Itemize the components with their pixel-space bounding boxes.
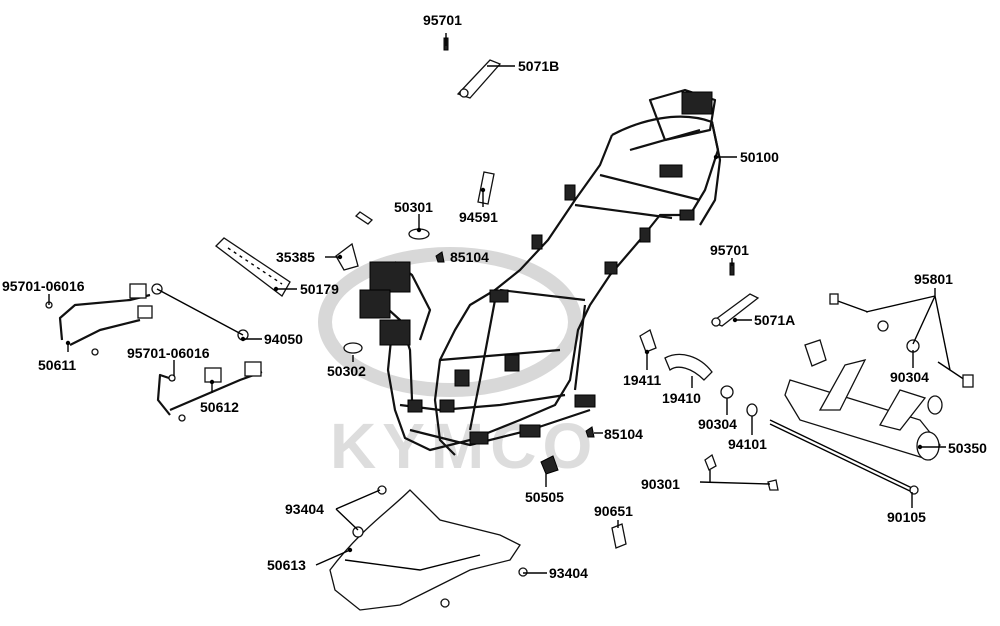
bracket-50612 bbox=[156, 361, 263, 422]
callout-50100: 50100 bbox=[740, 149, 779, 165]
callout-93404-top: 93404 bbox=[285, 501, 324, 517]
part-90651 bbox=[611, 523, 627, 549]
screw-top-left bbox=[354, 211, 374, 225]
callout-19410: 19410 bbox=[662, 390, 701, 406]
plate-50179 bbox=[215, 237, 291, 297]
callout-50301: 50301 bbox=[394, 199, 433, 215]
callout-50612: 50612 bbox=[200, 399, 239, 415]
callout-5071B: 5071B bbox=[518, 58, 560, 74]
bracket-50611 bbox=[45, 283, 153, 356]
callout-90301: 90301 bbox=[641, 476, 680, 492]
part-50505 bbox=[540, 455, 559, 475]
callout-90651: 90651 bbox=[594, 503, 633, 519]
callout-90105: 90105 bbox=[887, 509, 926, 525]
leader-lines bbox=[48, 33, 951, 574]
part-90301 bbox=[704, 453, 779, 491]
callout-50505: 50505 bbox=[525, 489, 564, 505]
callout-19411: 19411 bbox=[623, 372, 662, 388]
callout-50613: 50613 bbox=[267, 557, 306, 573]
callout-50350: 50350 bbox=[948, 440, 987, 456]
callout-50611: 50611 bbox=[38, 357, 77, 373]
clip-19411 bbox=[639, 329, 657, 353]
callout-95801: 95801 bbox=[914, 271, 953, 287]
grommet-50302 bbox=[343, 342, 363, 354]
engine-hanger-50350 bbox=[784, 339, 943, 461]
callout-5071A: 5071A bbox=[754, 312, 796, 328]
main-frame-50100 bbox=[359, 88, 722, 456]
clip-85104-bottom bbox=[585, 426, 595, 438]
callout-93404-bottom: 93404 bbox=[549, 565, 588, 581]
bracket-5071A bbox=[710, 262, 760, 327]
callout-85104-bottom: 85104 bbox=[604, 426, 643, 442]
callout-85104-top: 85104 bbox=[450, 249, 489, 265]
callout-90304-a: 90304 bbox=[890, 369, 929, 385]
bracket-35385 bbox=[335, 242, 359, 271]
callout-94101: 94101 bbox=[728, 436, 767, 452]
callout-95701-top: 95701 bbox=[423, 12, 462, 28]
callout-95701-06016-left: 95701-06016 bbox=[2, 278, 85, 294]
part-94591 bbox=[477, 171, 495, 205]
hose-19410 bbox=[664, 353, 713, 381]
washer-94101 bbox=[746, 403, 758, 417]
callout-90304-b: 90304 bbox=[698, 416, 737, 432]
callout-95701-06016-mid: 95701-06016 bbox=[127, 345, 210, 361]
undercover-50613 bbox=[329, 485, 528, 611]
callout-94050: 94050 bbox=[264, 331, 303, 347]
callout-50302: 50302 bbox=[327, 363, 366, 379]
callout-35385: 35385 bbox=[276, 249, 315, 265]
callout-50179: 50179 bbox=[300, 281, 339, 297]
clip-85104-top bbox=[435, 251, 445, 263]
callout-94591: 94591 bbox=[459, 209, 498, 225]
bracket-5071B bbox=[443, 37, 502, 99]
callout-95701-right: 95701 bbox=[710, 242, 749, 258]
nut-90304 bbox=[720, 385, 734, 399]
